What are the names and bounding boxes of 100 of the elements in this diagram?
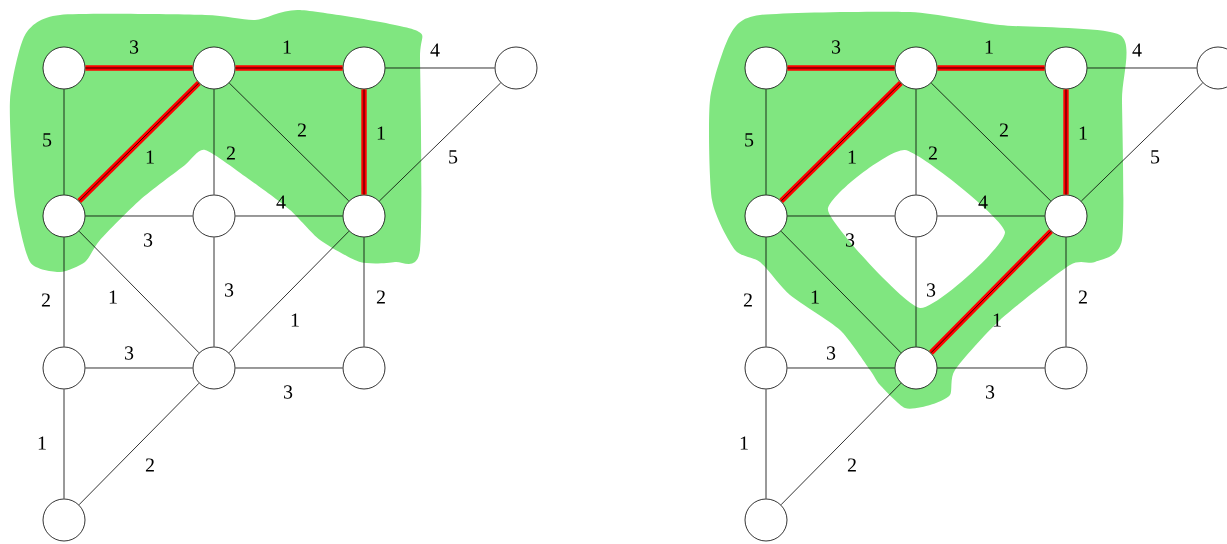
- graph-node: [744, 46, 788, 90]
- graph-node: [342, 46, 386, 90]
- graph-node: [744, 194, 788, 238]
- edge-label: 3: [130, 40, 139, 54]
- graph-edge: [765, 389, 767, 499]
- edge-label: 3: [846, 233, 855, 247]
- graph-edge: [1063, 89, 1069, 195]
- graph-edge: [937, 65, 1045, 71]
- graph-edge: [1080, 82, 1204, 202]
- edge-label: 2: [376, 290, 385, 304]
- graph-edge: [63, 89, 65, 195]
- graph-node: [42, 498, 86, 542]
- edge-label: 3: [827, 346, 836, 360]
- edge-label: 3: [832, 40, 841, 54]
- edge-label: 3: [125, 346, 134, 360]
- graph-edge: [787, 215, 895, 217]
- edge-label: 3: [225, 283, 234, 297]
- graph-node: [42, 194, 86, 238]
- edge-label: 1: [993, 313, 1001, 327]
- graph-node: [744, 346, 788, 390]
- graph-node: [192, 346, 236, 390]
- graph-edge: [235, 367, 343, 369]
- edge-label: 5: [43, 133, 52, 147]
- edge-label: 1: [740, 436, 748, 450]
- edge-label: 3: [926, 283, 936, 297]
- graph-node: [1044, 346, 1088, 390]
- graph-node: [342, 194, 386, 238]
- graph-edge: [930, 82, 1052, 202]
- graph-edge: [228, 230, 350, 354]
- graph-node: [1044, 46, 1088, 90]
- graph-edge: [765, 237, 767, 347]
- graph-edge: [937, 367, 1045, 369]
- graph-node: [192, 46, 236, 90]
- edge-label: 2: [847, 458, 856, 472]
- graph-node: [894, 346, 938, 390]
- edge-label: 2: [145, 458, 154, 472]
- edge-label: 1: [1079, 126, 1087, 140]
- edge-label: 1: [109, 290, 117, 304]
- graph-edge: [929, 229, 1053, 355]
- graph-edge: [235, 215, 343, 217]
- edge-label: 1: [146, 150, 154, 164]
- edge-label: 3: [985, 385, 995, 399]
- graph-edge: [363, 237, 365, 347]
- edge-label: 2: [999, 123, 1008, 137]
- edge-label: 5: [449, 150, 458, 164]
- graph-node: [42, 346, 86, 390]
- graph-edge: [78, 382, 200, 506]
- graph-edge: [779, 81, 903, 203]
- edge-label: 2: [1078, 290, 1087, 304]
- edge-label: 2: [297, 123, 306, 137]
- graph-edge: [937, 215, 1045, 217]
- graph-edge: [915, 89, 917, 195]
- edge-label: 2: [41, 293, 50, 307]
- graph-edge: [63, 389, 65, 499]
- graph-edge: [235, 65, 343, 71]
- graph-node: [342, 346, 386, 390]
- graph-edge: [77, 81, 201, 203]
- graph-edge: [361, 89, 367, 195]
- edge-label: 1: [985, 40, 993, 54]
- graph-edge: [787, 367, 895, 369]
- graph-node: [192, 194, 236, 238]
- graph-edge: [213, 237, 215, 347]
- graph-node: [1196, 46, 1227, 90]
- graph-node: [894, 194, 938, 238]
- graph-node: [42, 46, 86, 90]
- graph-node: [894, 46, 938, 90]
- edge-label: 2: [226, 146, 235, 160]
- graph-edge: [228, 82, 350, 202]
- graph-edge: [765, 89, 767, 195]
- graph-edge: [378, 82, 502, 202]
- graph-edge: [85, 65, 193, 71]
- graph-node: [744, 498, 788, 542]
- edge-label: 1: [38, 436, 46, 450]
- graph-edge: [1065, 237, 1067, 347]
- graph-edge: [78, 230, 200, 354]
- edge-label: 1: [283, 40, 291, 54]
- graph-node: [494, 46, 538, 90]
- edge-label: 3: [144, 233, 153, 247]
- graph-edge: [63, 237, 65, 347]
- edge-label: 4: [276, 195, 286, 209]
- graph-edge: [385, 67, 495, 69]
- graph-edge: [213, 89, 215, 195]
- graph-edge: [85, 367, 193, 369]
- edge-label: 1: [377, 126, 385, 140]
- edge-label: 1: [848, 150, 856, 164]
- edge-label: 2: [928, 146, 937, 160]
- graph-edge: [1087, 67, 1197, 69]
- edge-label: 5: [1151, 150, 1160, 164]
- edge-label: 2: [743, 293, 752, 307]
- edge-label: 1: [291, 313, 299, 327]
- edge-label: 1: [811, 290, 819, 304]
- edge-label: 4: [978, 195, 988, 209]
- graph-edge: [787, 65, 895, 71]
- graph-edge: [915, 237, 917, 347]
- graph-edge: [85, 215, 193, 217]
- edge-label: 4: [1132, 43, 1142, 57]
- edge-label: 3: [284, 385, 293, 399]
- edge-label: 4: [430, 43, 440, 57]
- graph-edge: [780, 382, 902, 506]
- graph-node: [1044, 194, 1088, 238]
